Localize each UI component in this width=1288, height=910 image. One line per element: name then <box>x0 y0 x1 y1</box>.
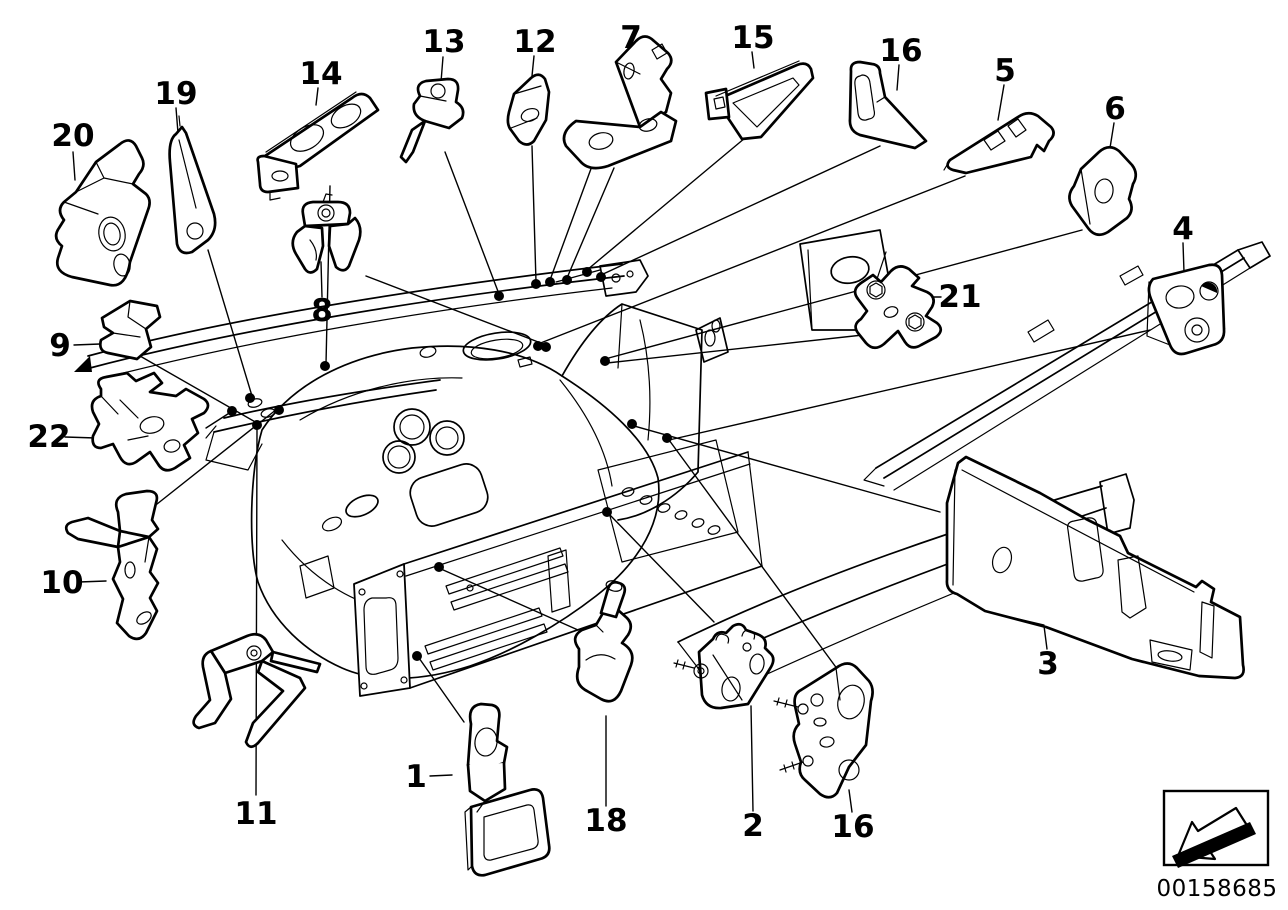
part-drawing-15 <box>704 60 815 141</box>
part-drawing-14 <box>256 91 380 201</box>
part-drawing-7 <box>562 35 678 170</box>
part-label-16-a[interactable]: 16 <box>879 33 922 69</box>
part-label-20[interactable]: 20 <box>51 118 94 154</box>
part-label-22[interactable]: 22 <box>27 419 70 455</box>
boxed-direction-arrow-icon <box>1172 806 1256 868</box>
part-label-21[interactable]: 21 <box>938 279 981 315</box>
part-drawing-2 <box>673 622 775 710</box>
part-drawing-3 <box>945 455 1245 680</box>
part-drawing-16-top <box>848 60 928 150</box>
part-label-15[interactable]: 15 <box>731 20 774 56</box>
part-label-6[interactable]: 6 <box>1104 91 1126 127</box>
part-label-10[interactable]: 10 <box>40 565 83 601</box>
part-label-3[interactable]: 3 <box>1037 646 1059 682</box>
part-drawing-1 <box>464 702 551 877</box>
part-drawing-5 <box>943 111 1055 175</box>
leader-lines <box>64 51 1185 813</box>
part-label-7[interactable]: 7 <box>620 20 642 56</box>
part-drawing-10 <box>64 489 160 641</box>
part-drawing-22 <box>90 371 210 472</box>
part-drawing-6 <box>1068 145 1138 237</box>
part-drawing-4 <box>1146 263 1226 356</box>
part-label-5[interactable]: 5 <box>994 53 1016 89</box>
reference-dots <box>227 267 672 661</box>
part-drawing-8 <box>291 193 362 274</box>
part-label-1[interactable]: 1 <box>405 759 427 795</box>
part-drawing-19 <box>168 115 217 255</box>
part-drawing-11 <box>192 632 322 749</box>
part-label-12[interactable]: 12 <box>513 24 556 60</box>
part-drawing-21 <box>853 265 943 350</box>
part-drawing-18 <box>573 580 634 703</box>
part-label-19[interactable]: 19 <box>154 76 197 112</box>
diagram-stamp: 00158685 <box>1156 789 1277 902</box>
part-label-2[interactable]: 2 <box>742 808 764 844</box>
part-drawing-12 <box>506 73 551 146</box>
part-label-9[interactable]: 9 <box>49 328 71 364</box>
part-label-14[interactable]: 14 <box>299 56 342 92</box>
part-label-13[interactable]: 13 <box>422 24 465 60</box>
part-label-11[interactable]: 11 <box>234 796 277 832</box>
diagram-code: 00158685 <box>1156 876 1277 902</box>
part-label-16-b[interactable]: 16 <box>831 809 874 845</box>
part-label-18[interactable]: 18 <box>584 803 627 839</box>
part-label-4[interactable]: 4 <box>1172 211 1194 247</box>
part-drawing-16-bottom <box>773 662 874 799</box>
part-drawing-20 <box>54 139 151 287</box>
part-labels: 20 19 14 13 12 7 15 16 5 6 4 21 8 9 22 1… <box>27 20 1193 845</box>
part-drawing-9 <box>98 299 162 361</box>
part-drawing-13 <box>399 77 465 164</box>
part-label-8[interactable]: 8 <box>311 293 333 329</box>
